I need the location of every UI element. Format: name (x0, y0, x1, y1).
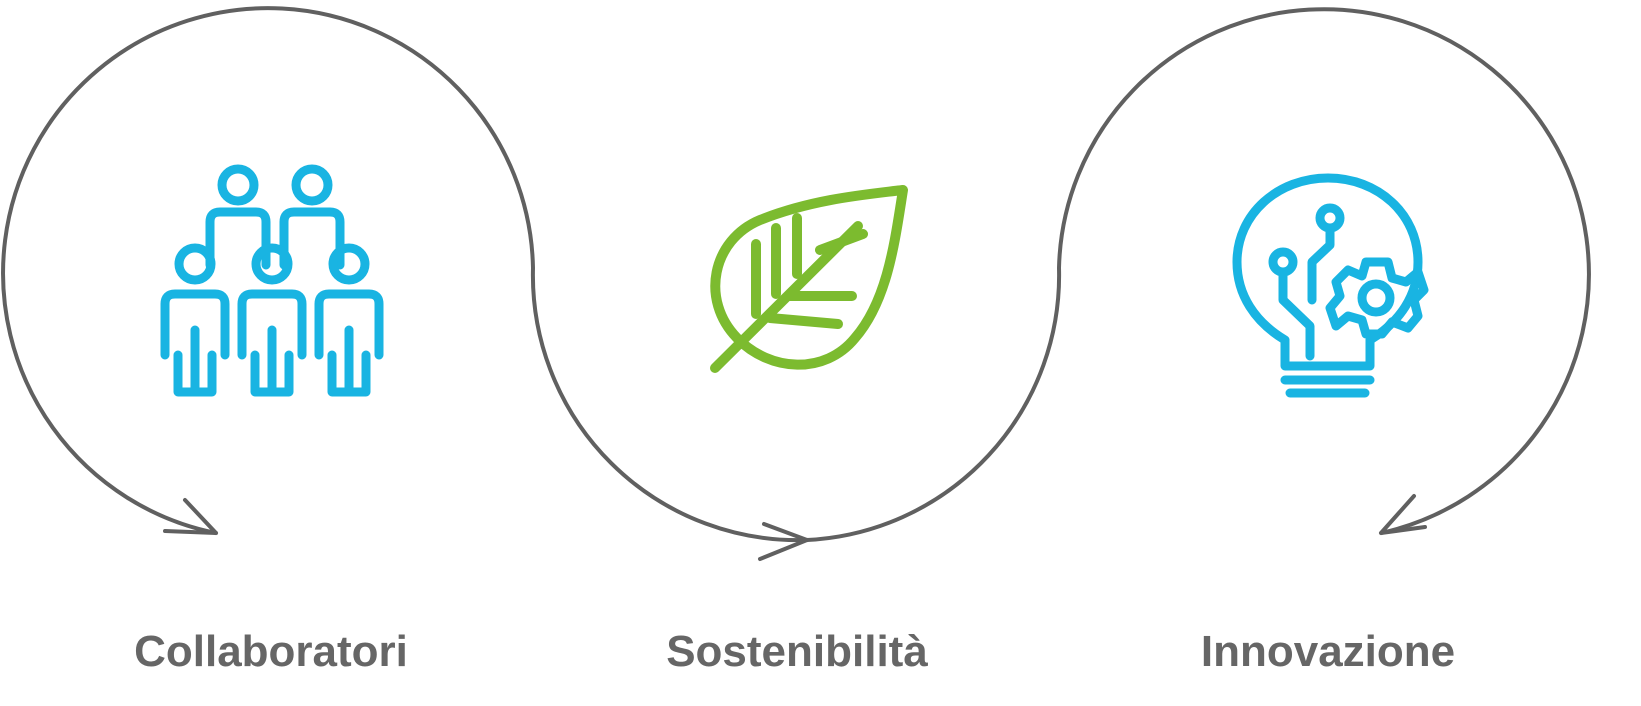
arc-innovazione (1057, 7, 1591, 535)
label-innovazione: Innovazione (1200, 627, 1456, 676)
person-front-left (160, 243, 230, 397)
label-collaboratori: Collaboratori (134, 627, 408, 676)
arc-collaboratori (1, 6, 535, 535)
people-group-icon (160, 164, 384, 397)
person-back-right (279, 164, 345, 270)
gear-icon (1325, 257, 1429, 339)
person-back-left (205, 164, 271, 270)
lightbulb-gear-icon (1232, 173, 1429, 398)
arc-sostenibilita (530, 267, 1062, 561)
leaf-icon (710, 185, 908, 373)
label-sostenibilita: Sostenibilità (666, 627, 928, 676)
person-front-center (237, 243, 307, 397)
person-front-right (314, 243, 384, 397)
